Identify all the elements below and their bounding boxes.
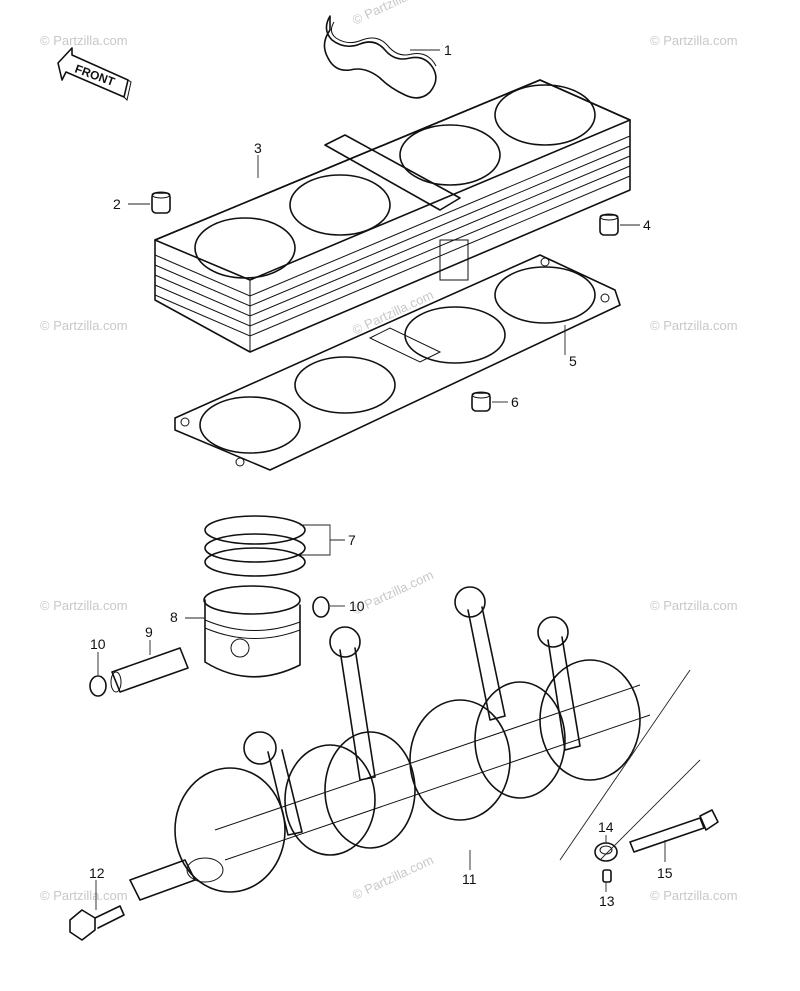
- callout-10: 10: [90, 636, 106, 652]
- callout-12: 12: [89, 865, 105, 881]
- callout-8: 8: [170, 609, 178, 625]
- snap-ring: [312, 596, 330, 618]
- watermark: © Partzilla.com: [650, 888, 738, 903]
- watermark: © Partzilla.com: [650, 598, 738, 613]
- watermark: © Partzilla.com: [40, 318, 128, 333]
- watermark: © Partzilla.com: [40, 888, 128, 903]
- dowel-pin: [599, 213, 619, 236]
- long-bolt: [629, 809, 719, 853]
- watermark: © Partzilla.com: [650, 33, 738, 48]
- callout-15: 15: [657, 865, 673, 881]
- head-cover-gasket: [323, 15, 437, 99]
- bolt: [69, 905, 125, 941]
- watermark: © Partzilla.com: [40, 598, 128, 613]
- watermark: © Partzilla.com: [350, 287, 436, 338]
- callout-1: 1: [444, 42, 452, 58]
- callout-14: 14: [598, 819, 614, 835]
- dowel-pin: [151, 191, 171, 214]
- callout-2: 2: [113, 196, 121, 212]
- watermark: © Partzilla.com: [40, 33, 128, 48]
- callout-6: 6: [511, 394, 519, 410]
- watermark: © Partzilla.com: [350, 0, 436, 28]
- cylinder-base-gasket: [174, 254, 621, 471]
- watermark: © Partzilla.com: [350, 852, 436, 903]
- callout-3: 3: [254, 140, 262, 156]
- piston-ring-set: [204, 515, 306, 577]
- front-arrow-icon: FRONT: [57, 47, 132, 101]
- dowel-pin: [471, 391, 491, 412]
- callout-13: 13: [599, 893, 615, 909]
- piston: [203, 585, 301, 678]
- cylinder-block: [154, 79, 631, 353]
- leader-lines: [95, 49, 701, 910]
- crankshaft-assembly: [129, 586, 651, 901]
- piston-pin: [110, 647, 189, 693]
- snap-ring: [89, 675, 107, 697]
- callout-9: 9: [145, 624, 153, 640]
- callout-5: 5: [569, 353, 577, 369]
- callout-4: 4: [643, 217, 651, 233]
- watermark: © Partzilla.com: [650, 318, 738, 333]
- callout-7: 7: [348, 532, 356, 548]
- callout-numbers: 1 2 3 4 5 6 7 8 9 10 10 11 12 13 14 15: [89, 42, 673, 909]
- callout-11: 11: [462, 871, 477, 887]
- watermarks: © Partzilla.com © Partzilla.com © Partzi…: [40, 0, 738, 903]
- small-pin: [602, 869, 612, 883]
- callout-10: 10: [349, 598, 365, 614]
